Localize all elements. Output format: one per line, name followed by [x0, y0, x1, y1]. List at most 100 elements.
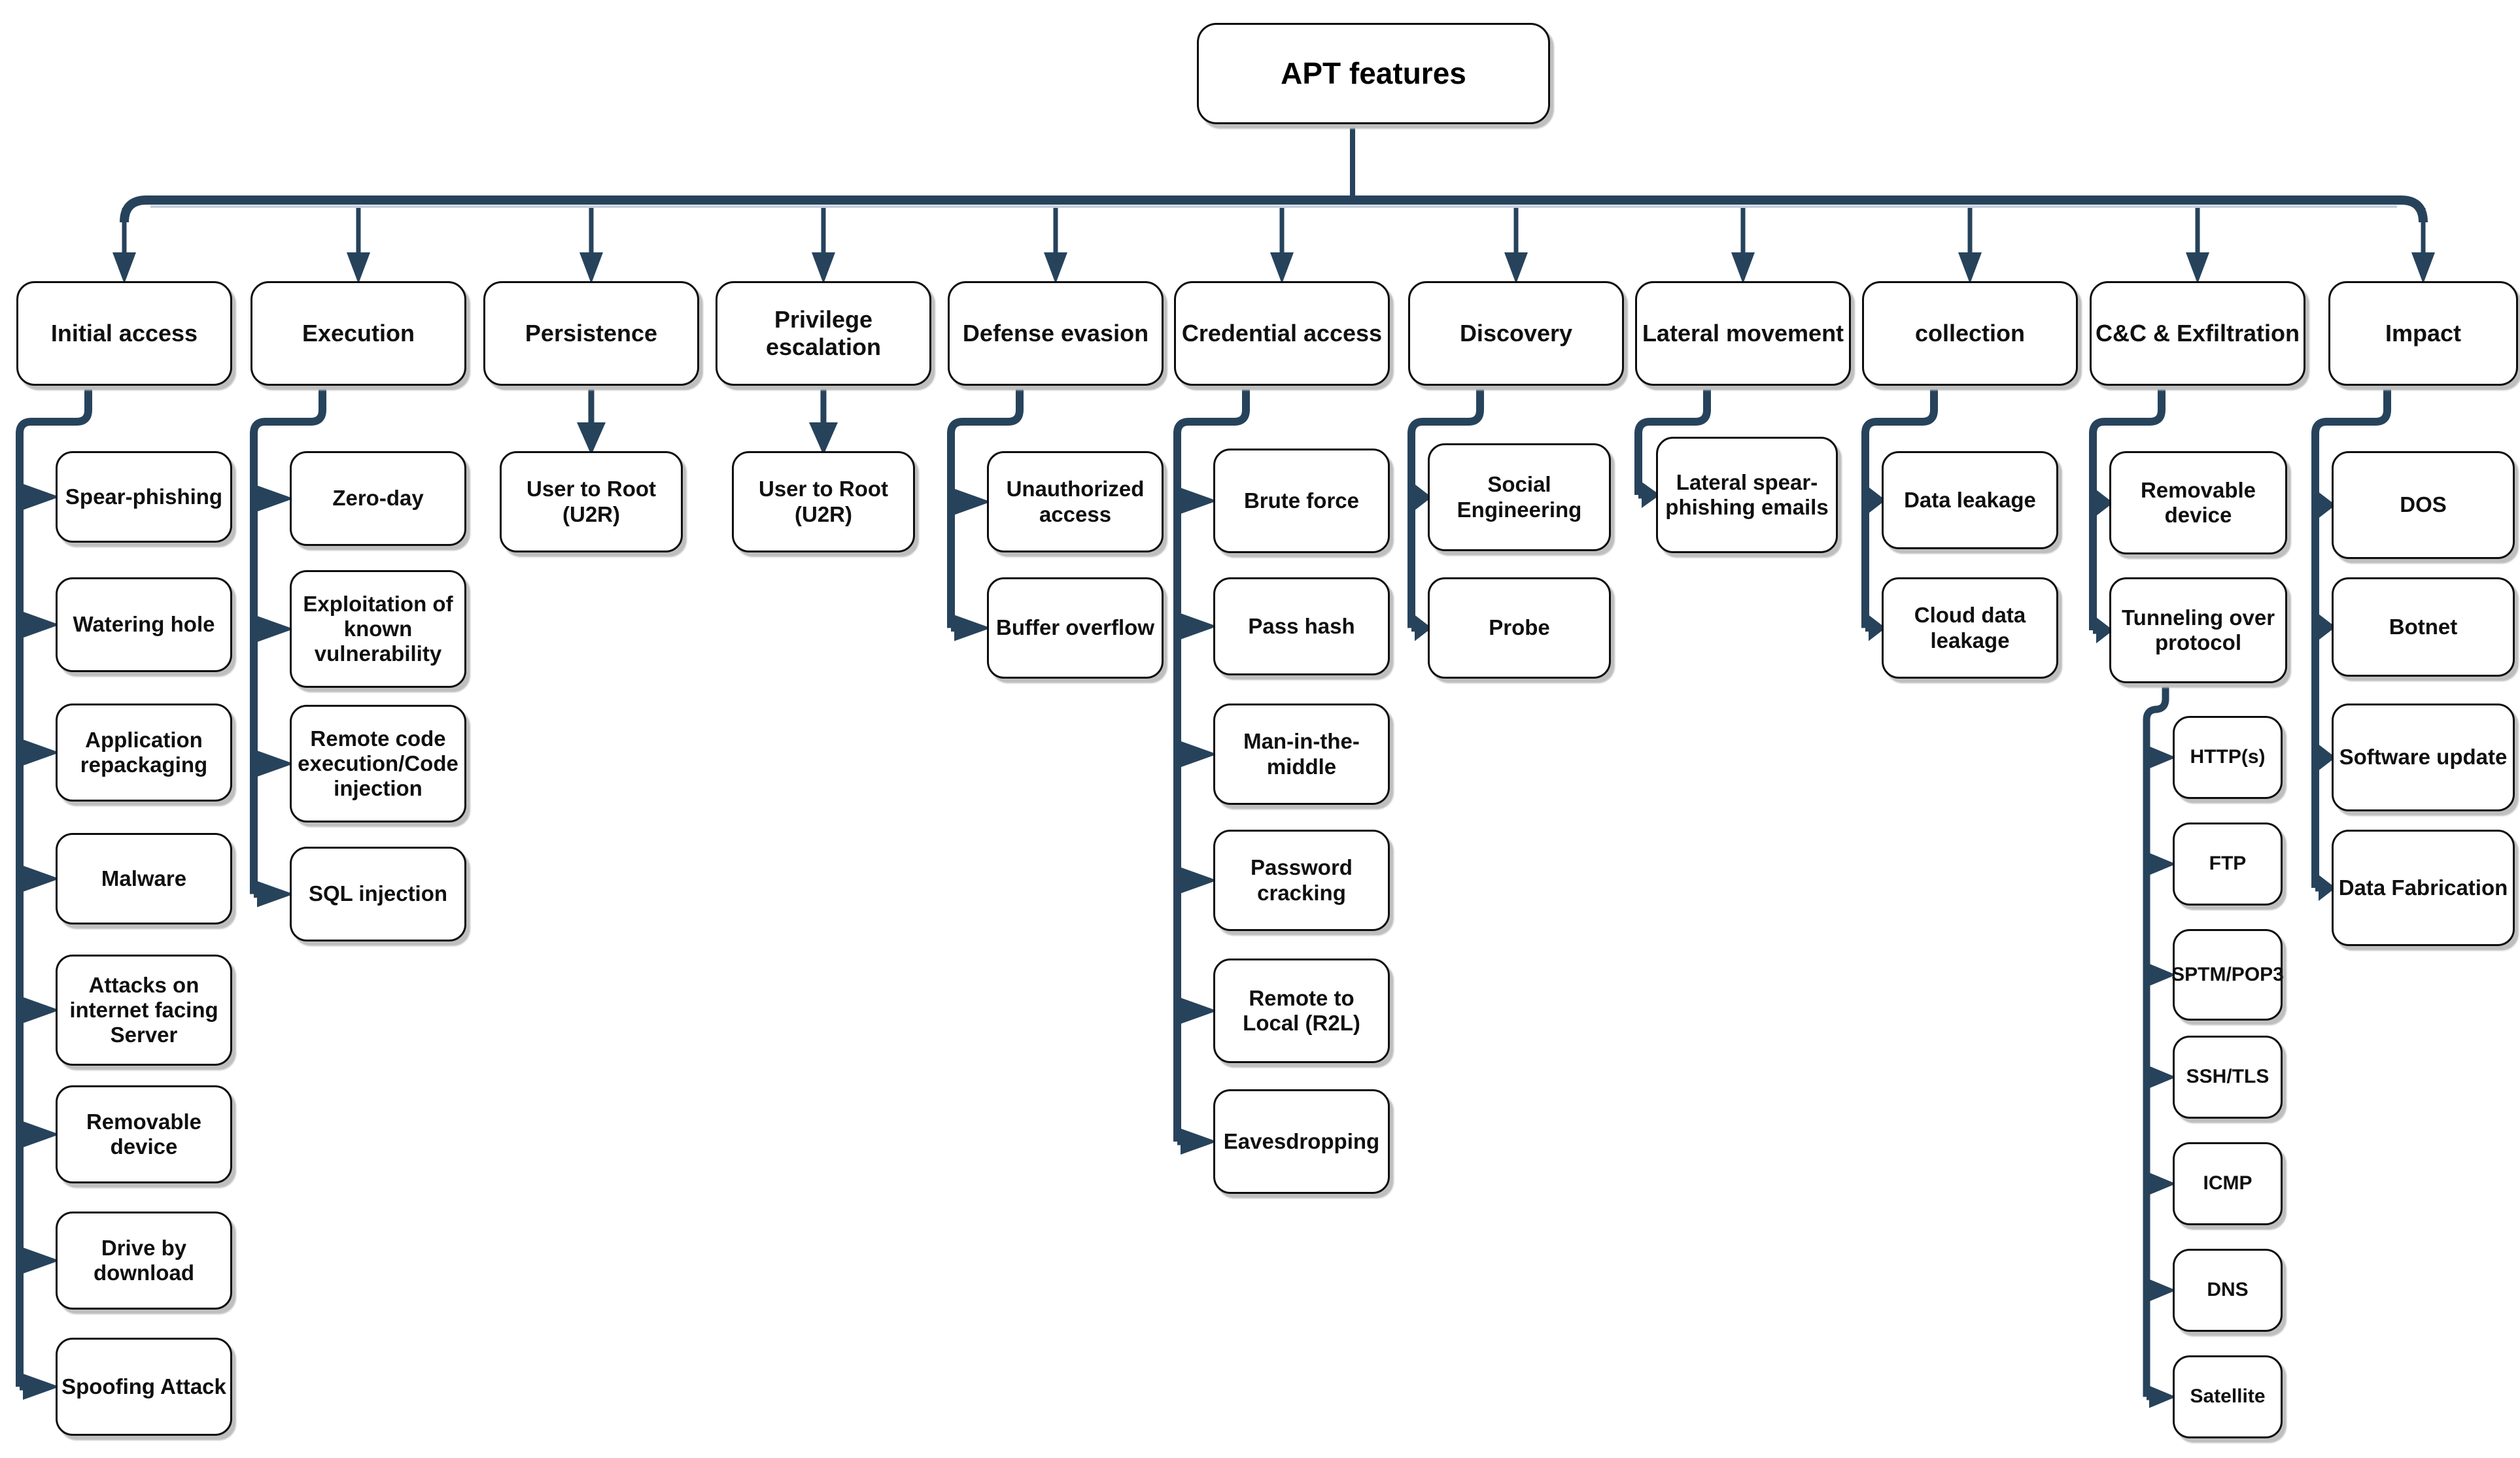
column-header-collection: collection — [1862, 281, 2078, 386]
node-data-fabrication-label: Data Fabrication — [2338, 875, 2508, 900]
right-arrowhead-icon — [23, 1247, 60, 1274]
right-arrowhead-icon — [2149, 1279, 2176, 1302]
node-man-in-the-middle-label: Man-in-the-middle — [1243, 729, 1360, 779]
column-rail — [2311, 384, 2391, 888]
node-drive-by-download: Drive by download — [56, 1212, 232, 1310]
node-exploitation-of-known-vulnerability: Exploitation of known vulnerability — [290, 570, 466, 688]
node-ssh-tls: SSH/TLS — [2173, 1036, 2283, 1119]
node-sql-injection: SQL injection — [290, 847, 466, 941]
node-dos: DOS — [2332, 451, 2515, 559]
column-header-impact-label: Impact — [2385, 320, 2462, 347]
right-arrowhead-icon — [1642, 482, 1660, 508]
right-arrowhead-icon — [23, 611, 60, 638]
down-arrowhead-icon — [1044, 252, 1067, 284]
right-arrowhead-icon — [23, 997, 60, 1023]
right-arrowhead-icon — [1181, 998, 1217, 1024]
node-watering-hole-label: Watering hole — [73, 612, 215, 637]
down-arrowhead-icon — [1731, 252, 1755, 284]
node-attacks-on-internet-facing-server: Attacks on internet facing Server — [56, 955, 232, 1066]
root-node-apt-features-label: APT features — [1281, 56, 1466, 90]
column-header-initial-access: Initial access — [16, 281, 232, 386]
column-header-lateral-movement: Lateral movement — [1635, 281, 1851, 386]
column-rail — [2089, 384, 2166, 630]
right-arrowhead-icon — [1415, 615, 1432, 641]
node-buffer-overflow: Buffer overflow — [987, 577, 1164, 679]
node-probe: Probe — [1428, 577, 1611, 679]
right-arrowhead-icon — [2149, 964, 2176, 986]
node-removable-device-label: Removable device — [2140, 477, 2256, 527]
node-removable-device-label: Removable device — [86, 1109, 202, 1159]
node-data-leakage-label: Data leakage — [1904, 487, 2036, 512]
column-header-lateral-movement-label: Lateral movement — [1642, 320, 1844, 347]
right-arrowhead-icon — [2319, 744, 2336, 771]
node-sptm-pop3-label: SPTM/POP3 — [2171, 963, 2284, 985]
right-arrowhead-icon — [23, 484, 60, 510]
column-header-privilege-escalation: Privilege escalation — [716, 281, 931, 386]
down-arrowhead-icon — [347, 252, 370, 284]
node-zero-day: Zero-day — [290, 451, 466, 546]
right-arrowhead-icon — [257, 881, 294, 907]
column-header-persistence-label: Persistence — [525, 320, 658, 347]
node-password-cracking-label: Password cracking — [1251, 855, 1353, 905]
column-header-discovery-label: Discovery — [1459, 320, 1573, 347]
node-removable-device: Removable device — [56, 1085, 232, 1183]
right-arrowhead-icon — [23, 739, 60, 766]
node-man-in-the-middle: Man-in-the-middle — [1213, 704, 1390, 805]
node-spoofing-attack: Spoofing Attack — [56, 1338, 232, 1436]
column-header-collection-label: collection — [1914, 320, 2026, 347]
right-arrowhead-icon — [1181, 613, 1217, 639]
node-software-update: Software update — [2332, 704, 2515, 811]
node-botnet-label: Botnet — [2389, 614, 2458, 639]
node-malware-label: Malware — [101, 866, 187, 890]
right-arrowhead-icon — [2319, 875, 2336, 901]
node-data-fabrication: Data Fabrication — [2332, 830, 2515, 946]
column-header-discovery: Discovery — [1408, 281, 1624, 386]
node-password-cracking: Password cracking — [1213, 830, 1390, 931]
column-header-defense-evasion-label: Defense evasion — [962, 320, 1149, 347]
right-arrowhead-icon — [23, 1121, 60, 1147]
node-lateral-spear-phishing-emails: Lateral spear-phishing emails — [1656, 437, 1838, 553]
node-tunneling-over-protocol: Tunneling over protocol — [2109, 577, 2287, 683]
node-http-s: HTTP(s) — [2173, 716, 2283, 799]
column-header-persistence: Persistence — [483, 281, 699, 386]
column-header-defense-evasion: Defense evasion — [948, 281, 1164, 386]
column-rail — [16, 384, 92, 1387]
node-drive-by-download-label: Drive by download — [94, 1235, 194, 1285]
node-pass-hash-label: Pass hash — [1248, 613, 1355, 638]
right-arrowhead-icon — [23, 866, 60, 892]
column-header-execution-label: Execution — [302, 320, 415, 347]
right-arrowhead-icon — [1181, 741, 1217, 768]
right-arrowhead-icon — [2149, 746, 2176, 769]
right-arrowhead-icon — [2096, 490, 2113, 516]
node-unauthorized-access: Unauthorized access — [987, 451, 1164, 552]
node-brute-force: Brute force — [1213, 449, 1390, 553]
node-cloud-data-leakage-label: Cloud data leakage — [1914, 603, 2026, 653]
column-header-initial-access-label: Initial access — [50, 320, 198, 347]
node-application-repackaging: Application repackaging — [56, 704, 232, 802]
node-eavesdropping-label: Eavesdropping — [1223, 1128, 1380, 1153]
right-arrowhead-icon — [2149, 1066, 2176, 1089]
node-user-to-root-u2r: User to Root (U2R) — [732, 451, 915, 552]
node-cloud-data-leakage: Cloud data leakage — [1882, 577, 2058, 679]
node-probe-label: Probe — [1489, 615, 1550, 640]
down-arrowhead-icon — [2186, 252, 2209, 284]
column-header-c-c-exfiltration-label: C&C & Exfiltration — [2096, 320, 2300, 347]
node-ftp: FTP — [2173, 822, 2283, 906]
column-header-execution: Execution — [250, 281, 466, 386]
node-watering-hole: Watering hole — [56, 577, 232, 672]
node-application-repackaging-label: Application repackaging — [80, 727, 208, 777]
node-http-s-label: HTTP(s) — [2190, 746, 2266, 768]
column-header-impact: Impact — [2328, 281, 2518, 386]
node-user-to-root-u2r: User to Root (U2R) — [500, 451, 683, 552]
down-arrowhead-icon — [812, 252, 835, 284]
down-arrowhead-icon — [112, 252, 136, 284]
node-icmp-label: ICMP — [2203, 1172, 2252, 1195]
right-arrowhead-icon — [257, 616, 294, 642]
node-dos-label: DOS — [2400, 492, 2447, 517]
node-buffer-overflow-label: Buffer overflow — [995, 615, 1155, 640]
right-arrowhead-icon — [1415, 484, 1432, 511]
down-arrowhead-icon — [1958, 252, 1982, 284]
column-header-credential-access: Credential access — [1174, 281, 1390, 386]
node-unauthorized-access-label: Unauthorized access — [1006, 477, 1145, 526]
